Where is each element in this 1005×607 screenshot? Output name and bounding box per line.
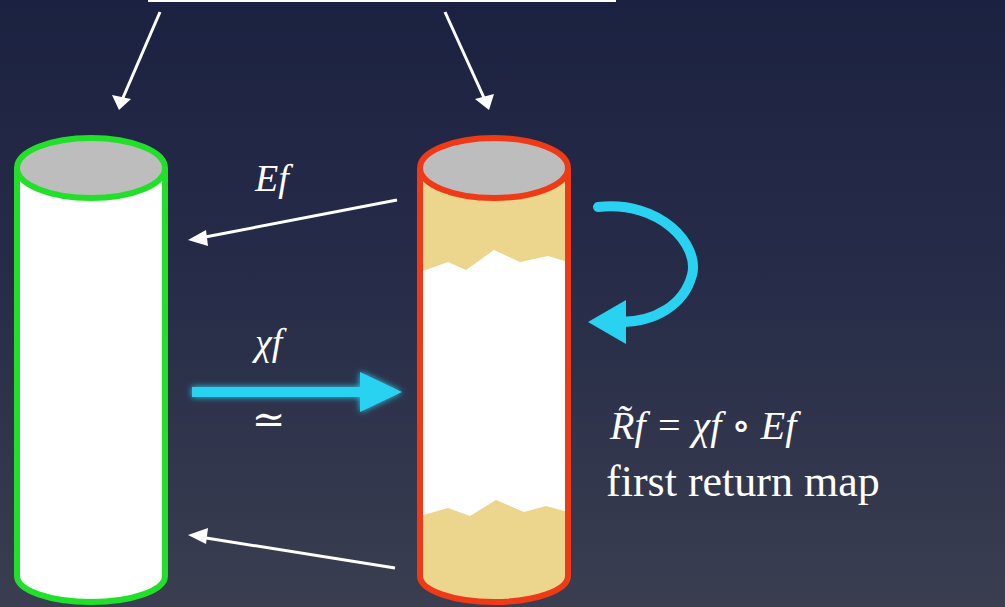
formula-label: R̃f = χf ∘ Ef [610, 404, 796, 448]
map-label: Ef [255, 158, 289, 200]
pointer-arrow [122, 12, 160, 100]
arrow-head [188, 528, 208, 544]
return-loop [588, 206, 693, 344]
pointer-arrow [445, 12, 485, 100]
arrow-head [188, 230, 208, 246]
arrow-head [475, 94, 494, 110]
cylinder-right [420, 138, 568, 602]
map-label: χf [255, 322, 282, 364]
map-arrow [200, 200, 397, 238]
map-arrow [200, 537, 395, 568]
arrow-head [112, 95, 131, 110]
cylinder-left [17, 138, 165, 602]
caption-note: first return map [606, 458, 880, 506]
iso-symbol: ≃ [252, 398, 286, 442]
box-edge [148, 0, 616, 2]
iso-arrow [192, 372, 402, 412]
